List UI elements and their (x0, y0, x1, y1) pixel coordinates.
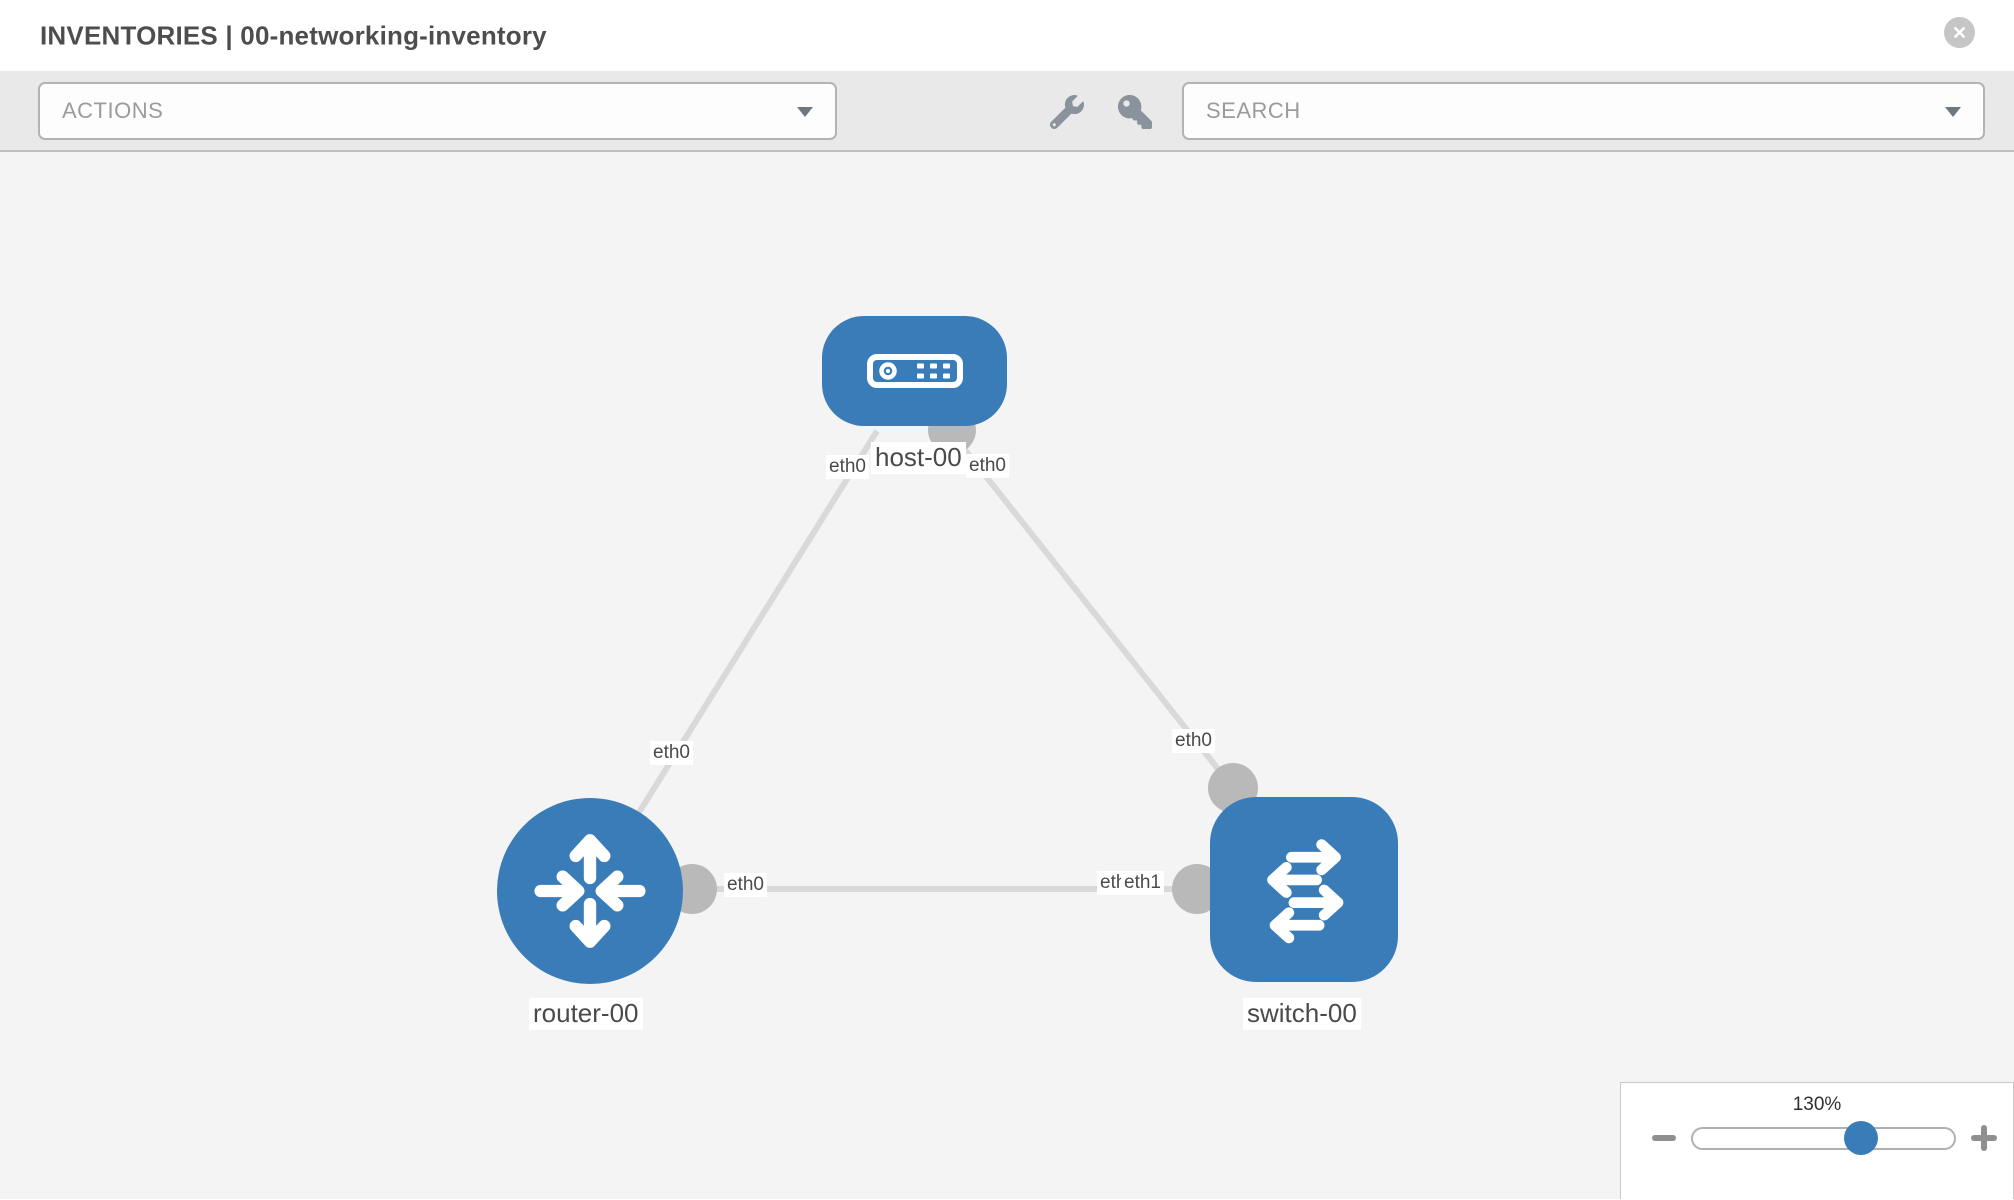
zoom-control-panel: 130% (1620, 1082, 2014, 1199)
interface-label: eth0 (966, 454, 1009, 478)
zoom-percentage: 130% (1792, 1094, 1842, 1115)
search-dropdown-label: SEARCH (1206, 98, 1301, 123)
zoom-in-button[interactable] (1971, 1125, 1997, 1151)
interface-label: eth0 (826, 455, 869, 479)
interface-label: eth0 (650, 741, 693, 765)
node-label-switch: switch-00 (1243, 998, 1361, 1030)
zoom-slider-track[interactable] (1691, 1121, 1956, 1155)
actions-dropdown-label: ACTIONS (62, 98, 164, 123)
node-host-00[interactable] (822, 316, 1007, 426)
page-title: INVENTORIES | 00-networking-inventory (40, 20, 547, 50)
node-switch-00[interactable] (1210, 797, 1398, 982)
endpoint-switch-eth1 (1172, 864, 1222, 914)
node-router-00[interactable] (497, 798, 683, 984)
zoom-slider-handle[interactable] (1844, 1121, 1879, 1155)
close-button[interactable]: ✕ (1944, 17, 1975, 48)
links-layer (587, 406, 1304, 914)
search-dropdown[interactable]: SEARCH (1182, 82, 1985, 140)
host-icon (866, 354, 963, 388)
switch-icon (1267, 838, 1344, 943)
topology-canvas[interactable]: host-00 router-00 switch-00 eth0 eth0 et… (0, 152, 2014, 1199)
actions-dropdown[interactable]: ACTIONS (38, 82, 837, 140)
zoom-out-button[interactable] (1652, 1135, 1676, 1141)
interface-label: eth1 (1121, 871, 1164, 895)
link-host-switch (947, 429, 1236, 790)
interface-label: eth0 (1172, 729, 1215, 753)
close-icon: ✕ (1951, 22, 1968, 43)
interface-label: eth0 (724, 873, 767, 897)
key-icon[interactable] (1118, 95, 1152, 129)
router-icon (534, 834, 646, 948)
chevron-down-icon (1945, 107, 1961, 117)
node-label-router: router-00 (529, 998, 643, 1030)
node-label-host: host-00 (871, 442, 966, 474)
toolbar: ACTIONS SEARCH (0, 71, 2014, 152)
header: INVENTORIES | 00-networking-inventory ✕ (0, 0, 2014, 71)
wrench-icon[interactable] (1049, 95, 1084, 130)
chevron-down-icon (797, 107, 813, 117)
